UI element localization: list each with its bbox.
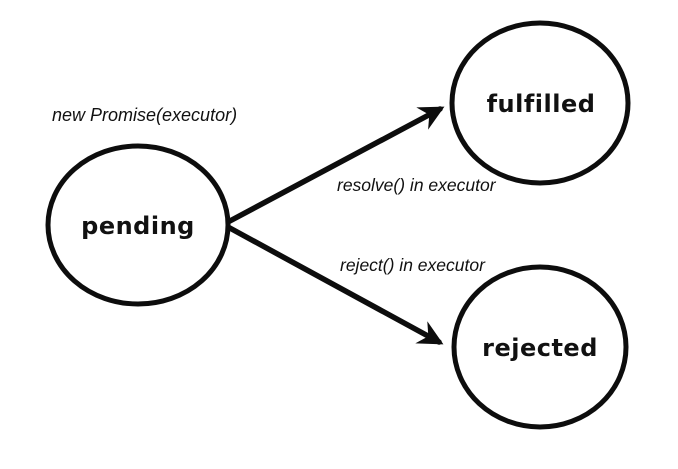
- edge-reject-label: reject() in executor: [340, 255, 486, 275]
- node-pending-circle: [45, 143, 231, 307]
- annotation-new-promise: new Promise(executor): [52, 105, 237, 125]
- edge-resolve-label: resolve() in executor: [337, 175, 497, 195]
- node-pending-label: pending: [81, 212, 195, 240]
- node-fulfilled-label: fulfilled: [487, 90, 596, 118]
- edge-pending-to-fulfilled: [225, 106, 445, 225]
- node-rejected-label: rejected: [482, 334, 598, 362]
- edge-pending-to-rejected: [225, 224, 444, 345]
- node-rejected-circle: [451, 264, 629, 430]
- node-fulfilled-circle: [449, 20, 631, 186]
